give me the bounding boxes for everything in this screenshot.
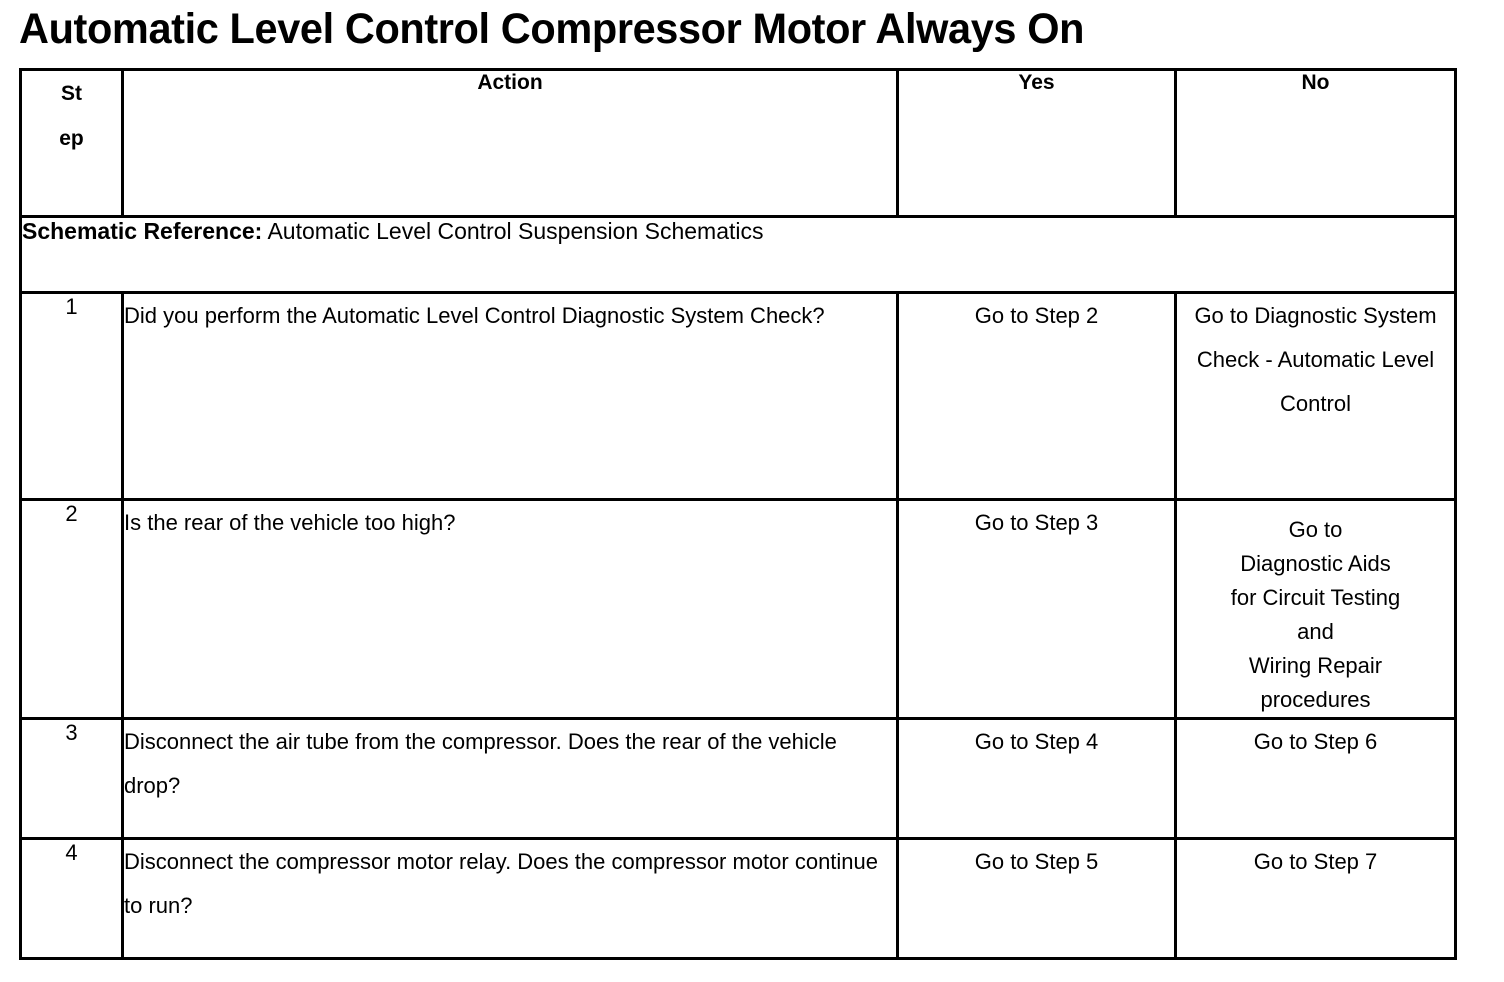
diagnostic-steps-table: St ep Action Yes No Schematic Reference:… [19,68,1457,960]
step-yes-result: Go to Step 5 [896,837,1177,960]
column-header-step-line2: ep [59,127,84,150]
step-action: Disconnect the compressor motor relay. D… [121,837,899,960]
column-header-yes: Yes [896,68,1177,218]
step-no-result: Go to Step 7 [1174,837,1457,960]
step-number: 1 [19,291,124,501]
schematic-reference-label: Schematic Reference: [22,218,263,244]
table-row: 2 Is the rear of the vehicle too high? G… [19,498,1457,720]
step-no-result: Go to Step 6 [1174,717,1457,840]
table-row: 4 Disconnect the compressor motor relay.… [19,837,1457,960]
table-row: 3 Disconnect the air tube from the compr… [19,717,1457,840]
step-yes-result: Go to Step 3 [896,498,1177,720]
step-action: Did you perform the Automatic Level Cont… [121,291,899,501]
table-header-row: St ep Action Yes No [19,68,1457,218]
step-action: Disconnect the air tube from the compres… [121,717,899,840]
step-number: 4 [19,837,124,960]
page-title: Automatic Level Control Compressor Motor… [19,5,1085,53]
schematic-reference-value: Automatic Level Control Suspension Schem… [262,218,764,244]
column-header-action: Action [121,68,899,218]
step-no-result: Go to Diagnostic System Check - Automati… [1174,291,1457,501]
column-header-step-line1: St [61,82,82,105]
step-no-result: Go to Diagnostic Aids for Circuit Testin… [1174,498,1457,720]
column-header-step: St ep [19,68,124,218]
step-action: Is the rear of the vehicle too high? [121,498,899,720]
schematic-reference-cell: Schematic Reference: Automatic Level Con… [19,215,1457,294]
schematic-reference-row: Schematic Reference: Automatic Level Con… [19,215,1457,294]
step-number: 2 [19,498,124,720]
step-yes-result: Go to Step 2 [896,291,1177,501]
column-header-no: No [1174,68,1457,218]
table-row: 1 Did you perform the Automatic Level Co… [19,291,1457,501]
step-yes-result: Go to Step 4 [896,717,1177,840]
step-number: 3 [19,717,124,840]
